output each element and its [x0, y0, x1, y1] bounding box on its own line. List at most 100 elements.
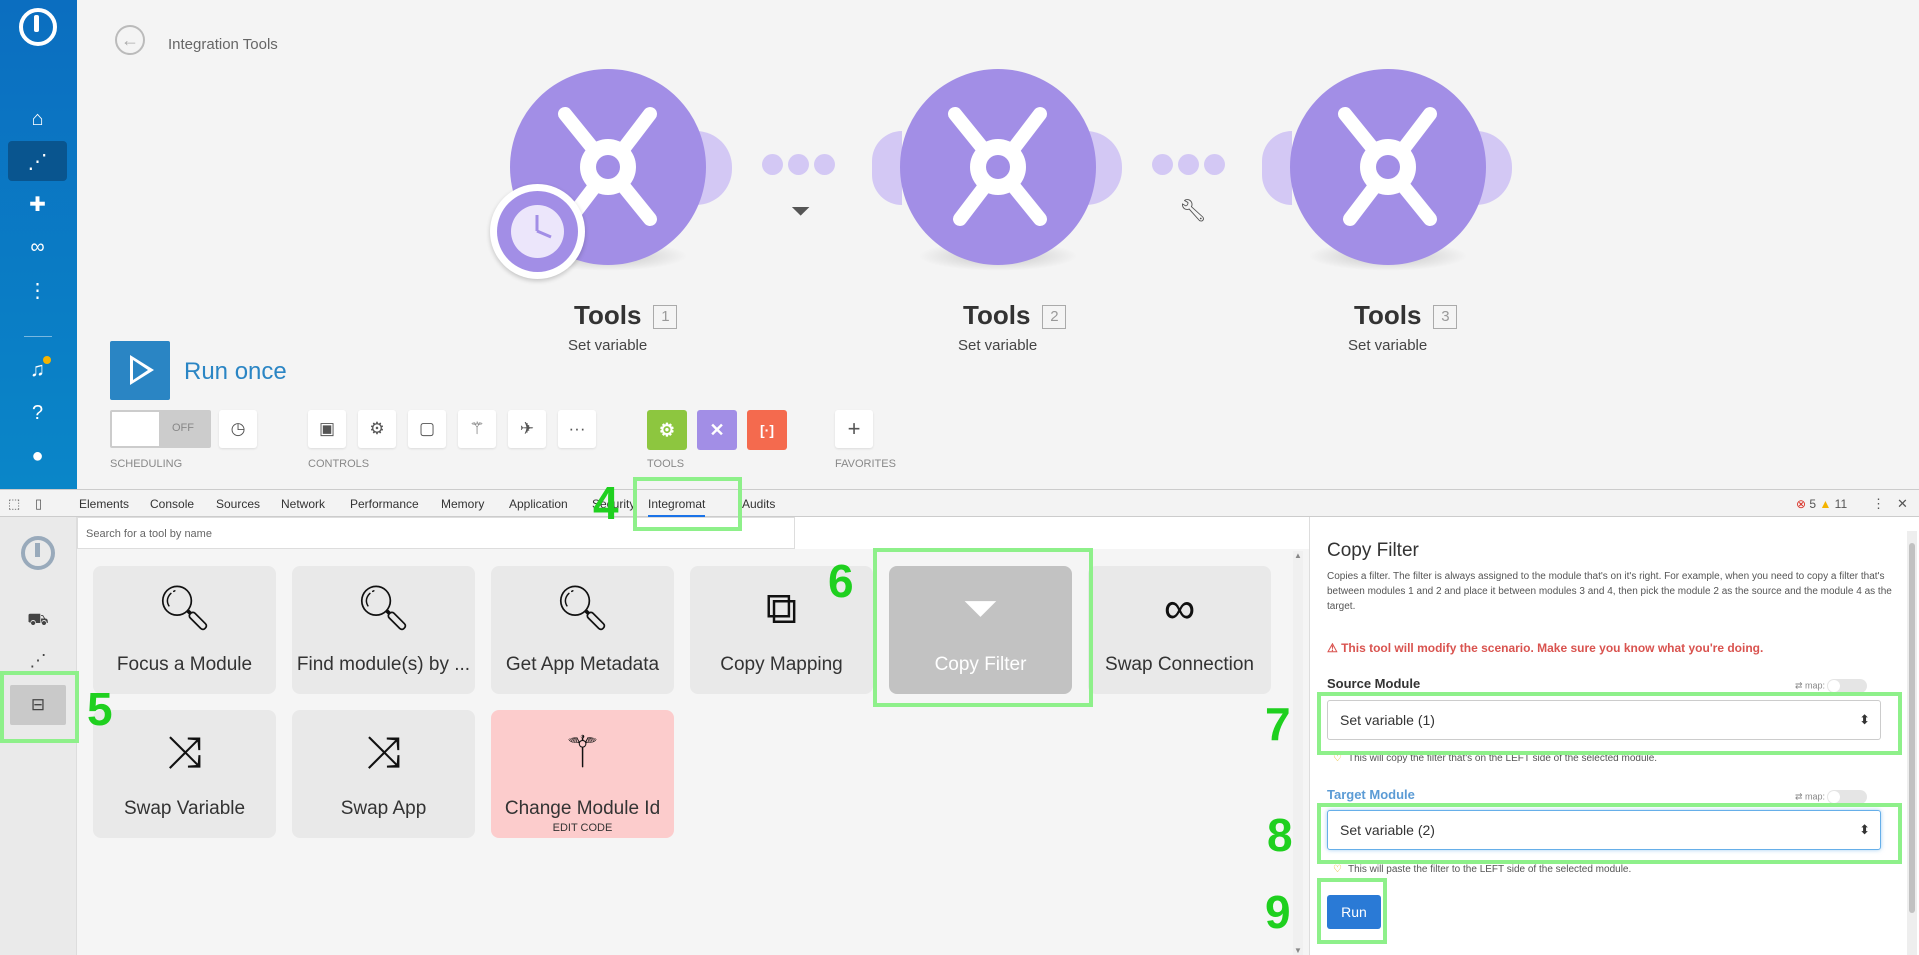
device-toggle-icon[interactable]: ▯ — [35, 496, 43, 511]
clock-icon[interactable]: ◷ — [219, 410, 257, 448]
module-subtitle: Set variable — [568, 337, 648, 354]
target-module-select[interactable]: Set variable (2) — [1327, 810, 1881, 850]
search-input[interactable]: Search for a tool by name — [86, 528, 212, 540]
tools-module-icon[interactable] — [510, 69, 706, 265]
inspect-icon[interactable]: ⬚ — [8, 496, 21, 511]
card-find-modules[interactable]: 🔍︎ Find module(s) by ... — [292, 566, 475, 694]
step-6: 6 — [828, 555, 854, 607]
share-icon[interactable]: ⋰ — [8, 141, 67, 181]
favorites-label: FAVORITES — [835, 458, 896, 470]
module-3[interactable] — [1262, 69, 1512, 271]
detail-description: Copies a filter. The filter is always as… — [1327, 571, 1892, 612]
share-icon[interactable]: ⋰ — [29, 651, 47, 670]
wrench-icon[interactable]: 🔧︎ — [1179, 198, 1207, 223]
tools-gear-button[interactable]: ⚙ — [647, 410, 687, 450]
tab-application[interactable]: Application — [509, 497, 568, 511]
target-module-label: Target Module — [1327, 787, 1415, 802]
note-icon[interactable]: ▢ — [408, 410, 446, 448]
run-once-label[interactable]: Run once — [184, 358, 287, 385]
filter-icon[interactable]: ⏷ — [791, 198, 811, 225]
highlight-run-button — [1317, 878, 1387, 944]
save-icon[interactable]: ▣ — [308, 410, 346, 448]
card-copy-filter[interactable]: ⏷ Copy Filter — [889, 566, 1072, 694]
extension-sidebar: ⛟ ⋰ ⊟ — [0, 517, 77, 955]
highlight-toolbox — [0, 671, 79, 743]
card-focus-module[interactable]: 🔍︎ Focus a Module — [93, 566, 276, 694]
filter-icon: ⏷ — [962, 584, 999, 633]
magnifier-icon: 🔍︎ — [156, 584, 213, 633]
more-vertical-icon[interactable]: ⋮ — [1872, 496, 1885, 511]
tab-sources[interactable]: Sources — [216, 497, 261, 511]
grid-scrollbar[interactable] — [1293, 551, 1303, 955]
card-get-app-metadata[interactable]: 🔍︎ Get App Metadata — [491, 566, 674, 694]
tool-search[interactable]: Search for a tool by name — [77, 517, 795, 549]
tools-module-icon[interactable] — [1290, 69, 1486, 265]
module-2[interactable] — [872, 69, 1122, 271]
close-icon[interactable]: ✕ — [1897, 496, 1908, 511]
error-count[interactable]: ⊗ 5 ▲ 11 — [1796, 497, 1848, 511]
array-tools-button[interactable]: [·] — [747, 410, 787, 450]
shuffle-icon: ⤨ — [166, 728, 203, 777]
tab-console[interactable]: Console — [150, 497, 195, 511]
module-subtitle: Set variable — [1348, 337, 1428, 354]
highlight-copy-filter — [873, 548, 1093, 707]
card-swap-connection[interactable]: ∞ Swap Connection — [1088, 566, 1271, 694]
step-4: 4 — [593, 477, 619, 529]
source-map-toggle[interactable]: ⇄ map: — [1795, 679, 1868, 693]
add-favorite-button[interactable]: + — [835, 410, 873, 448]
tab-integromat[interactable]: Integromat — [648, 497, 706, 517]
tab-audits[interactable]: Audits — [742, 497, 776, 511]
schedule-clock-icon[interactable] — [490, 184, 585, 279]
sidebar-divider — [24, 336, 52, 337]
link-icon[interactable]: ∞ — [30, 235, 45, 258]
back-arrow-icon[interactable]: ← — [115, 25, 145, 55]
card-copy-mapping[interactable]: ⧉ Copy Mapping — [690, 566, 873, 694]
more-vertical-icon[interactable]: ⋮ — [27, 279, 48, 302]
card-change-module-id[interactable]: ⚚ Change Module Id EDIT CODE — [491, 710, 674, 838]
devtools-tabbar: ⬚ ▯ Elements Console Sources Network Per… — [0, 489, 1919, 517]
tools-module-icon[interactable] — [900, 69, 1096, 265]
integromat-logo[interactable] — [19, 8, 57, 46]
bell-icon[interactable]: ♫ — [30, 358, 45, 381]
run-button[interactable]: Run — [1327, 895, 1381, 929]
detail-scrollbar[interactable] — [1907, 531, 1917, 955]
tab-network[interactable]: Network — [281, 497, 326, 511]
tool-grid: 🔍︎ Focus a Module 🔍︎ Find module(s) by .… — [77, 549, 1309, 955]
gear-icon[interactable]: ⚙ — [358, 410, 396, 448]
help-icon[interactable]: ? — [31, 401, 44, 424]
home-icon[interactable]: ⌂ — [31, 107, 44, 130]
lightbulb-icon: ♡ — [1333, 753, 1342, 764]
toolbox-icon[interactable]: ⊟ — [10, 685, 66, 725]
tab-elements[interactable]: Elements — [79, 497, 130, 511]
copy-icon: ⧉ — [765, 584, 798, 633]
puzzle-icon[interactable]: ✚ — [29, 193, 46, 216]
card-swap-variable[interactable]: ⤨ Swap Variable — [93, 710, 276, 838]
repeat-icon: ⇄ — [1795, 791, 1806, 802]
tab-memory[interactable]: Memory — [441, 497, 485, 511]
target-map-toggle[interactable]: ⇄ map: — [1795, 790, 1868, 804]
airplane-icon[interactable]: ✈ — [508, 410, 546, 448]
card-swap-app[interactable]: ⤨ Swap App — [292, 710, 475, 838]
more-icon[interactable]: ··· — [558, 410, 596, 448]
source-module-select[interactable]: Set variable (1) — [1327, 700, 1881, 740]
highlight-target-select — [1317, 803, 1902, 864]
avatar-icon[interactable]: ● — [31, 444, 44, 467]
tab-performance[interactable]: Performance — [350, 497, 419, 511]
tools-button[interactable]: ✕ — [697, 410, 737, 450]
tool-detail-panel: Copy Filter Copies a filter. The filter … — [1309, 517, 1919, 955]
truck-icon[interactable]: ⛟ — [27, 610, 49, 629]
notification-dot — [43, 356, 51, 364]
magic-wand-icon[interactable]: ⚚ — [458, 410, 496, 448]
lightbulb-icon: ♡ — [1333, 864, 1342, 875]
target-help: ♡This will paste the filter to the LEFT … — [1333, 864, 1632, 875]
tab-security[interactable]: Security — [592, 497, 636, 511]
run-once-button[interactable] — [110, 341, 170, 400]
magic-wand-icon: ⚚ — [562, 728, 603, 777]
shuffle-icon: ⤨ — [365, 728, 402, 777]
step-9: 9 — [1265, 886, 1291, 938]
scheduling-toggle[interactable]: OFF — [110, 410, 211, 448]
controls-label: CONTROLS — [308, 458, 370, 470]
